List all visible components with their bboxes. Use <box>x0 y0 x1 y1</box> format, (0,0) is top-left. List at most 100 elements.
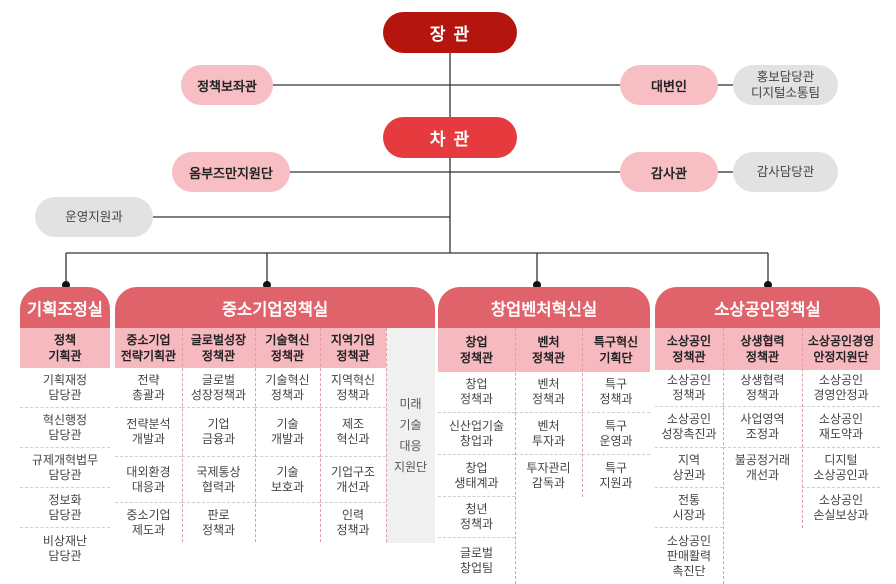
column-title[interactable]: 특구혁신 기획단 <box>582 328 650 372</box>
division-cell[interactable]: 창업 정책과 <box>438 372 515 413</box>
division-cell[interactable]: 청년 정책과 <box>438 497 515 538</box>
division-cell[interactable]: 전략분석 개발과 <box>115 408 182 457</box>
division-cell[interactable]: 벤처 투자과 <box>515 413 582 455</box>
division-cell[interactable]: 창업 생태계과 <box>438 455 515 497</box>
office-startup-venture: 창업벤처혁신실 창업 정책관 창업 정책과 신산업기술 창업과 창업 생태계과 … <box>438 287 650 584</box>
division-cell[interactable]: 투자관리 감독과 <box>526 461 571 490</box>
division-cell[interactable]: 벤처 정책과 <box>515 372 582 413</box>
vice-minister-node[interactable]: 차 관 <box>383 117 517 158</box>
division-cell[interactable]: 글로벌 성장정책과 <box>182 368 255 408</box>
column-items: 특구 정책과 특구 운영과 특구 지원과 <box>582 372 650 497</box>
office-column: 창업 정책관 창업 정책과 신산업기술 창업과 창업 생태계과 청년 정책과 글… <box>438 328 515 584</box>
column-items: 소상공인 정책과 소상공인 성장촉진과 지역 상권과 전통 시장과 소상공인 판… <box>655 370 723 584</box>
division-cell[interactable]: 글로벌 창업팀 <box>459 546 494 575</box>
division-cell[interactable]: 지역혁신 정책과 <box>320 368 386 408</box>
office-column: 특구혁신 기획단 특구 정책과 특구 운영과 특구 지원과 <box>582 328 650 497</box>
division-cell[interactable]: 소상공인 경영안정과 <box>802 370 880 407</box>
column-divider <box>182 328 183 542</box>
spokesperson-node[interactable]: 대변인 <box>620 65 718 105</box>
office-column: 벤처 정책관 벤처 정책과 벤처 투자과 투자관리 감독과 <box>515 328 582 497</box>
division-cell[interactable]: 기업 금융과 <box>182 408 255 457</box>
column-title[interactable]: 글로벌성장 정책관 <box>182 328 255 368</box>
column-divider <box>320 328 321 542</box>
office-column: 글로벌성장 정책관 글로벌 성장정책과 기업 금융과 국제통상 협력과 판로 정… <box>182 328 255 542</box>
division-cell[interactable]: 혁신행정 담당관 <box>20 408 110 448</box>
office-header[interactable]: 창업벤처혁신실 <box>438 287 650 328</box>
division-cell[interactable]: 중소기업 제도과 <box>126 507 171 537</box>
division-cell[interactable]: 인력 정책과 <box>336 507 370 537</box>
office-sme-policy: 중소기업정책실 중소기업 전략기획관 전략 총괄과 전략분석 개발과 대외환경 … <box>115 287 435 547</box>
division-cell[interactable]: 상생협력 정책과 <box>723 370 802 407</box>
division-cell[interactable]: 전략 총괄과 <box>115 368 182 408</box>
division-cell[interactable]: 신산업기술 창업과 <box>438 413 515 455</box>
column-items: 글로벌 성장정책과 기업 금융과 국제통상 협력과 판로 정책과 <box>182 368 255 542</box>
division-cell[interactable]: 소상공인 손실보상과 <box>813 493 869 522</box>
column-title[interactable]: 창업 정책관 <box>438 328 515 372</box>
audit-office-node[interactable]: 감사담당관 <box>733 152 838 192</box>
ombudsman-node[interactable]: 옴부즈만지원단 <box>172 152 290 192</box>
office-column: 기술혁신 정책관 기술혁신 정책과 기술 개발과 기술 보호과 <box>255 328 320 542</box>
column-title[interactable]: 상생협력 정책관 <box>723 328 802 370</box>
division-cell[interactable]: 지역 상권과 <box>655 448 723 488</box>
division-cell[interactable]: 정보화 담당관 <box>20 488 110 528</box>
office-header[interactable]: 중소기업정책실 <box>115 287 435 328</box>
division-cell[interactable]: 사업영역 조정과 <box>723 407 802 448</box>
column-items: 상생협력 정책과 사업영역 조정과 불공정거래 개선과 <box>723 370 802 488</box>
ops-support-node[interactable]: 운영지원과 <box>35 197 153 237</box>
special-unit-future-tech[interactable]: 미래 기술 대응 지원단 <box>386 328 435 543</box>
office-column: 정책 기획관 기획재정 담당관 혁신행정 담당관 규제개혁법무 담당관 정보화 … <box>20 328 110 570</box>
office-header[interactable]: 소상공인정책실 <box>655 287 880 328</box>
column-title[interactable]: 소상공인경영 안정지원단 <box>802 328 880 370</box>
division-cell[interactable]: 특구 지원과 <box>599 461 633 490</box>
office-column: 소상공인 정책관 소상공인 정책과 소상공인 성장촉진과 지역 상권과 전통 시… <box>655 328 723 584</box>
division-cell[interactable]: 디지털 소상공인과 <box>802 448 880 488</box>
office-column: 지역기업 정책관 지역혁신 정책과 제조 혁신과 기업구조 개선과 인력 정책과 <box>320 328 386 542</box>
column-title[interactable]: 벤처 정책관 <box>515 328 582 372</box>
column-divider <box>386 328 387 542</box>
column-title[interactable]: 지역기업 정책관 <box>320 328 386 368</box>
column-title[interactable]: 소상공인 정책관 <box>655 328 723 370</box>
division-cell[interactable]: 국제통상 협력과 <box>182 457 255 503</box>
column-items: 전략 총괄과 전략분석 개발과 대외환경 대응과 중소기업 제도과 <box>115 368 182 542</box>
division-cell[interactable]: 판로 정책과 <box>201 507 236 537</box>
empty-cell <box>255 503 320 542</box>
column-items: 벤처 정책과 벤처 투자과 투자관리 감독과 <box>515 372 582 497</box>
column-divider <box>723 328 724 584</box>
office-planning-coordination: 기획조정실 정책 기획관 기획재정 담당관 혁신행정 담당관 규제개혁법무 담당… <box>20 287 110 577</box>
division-cell[interactable]: 전통 시장과 <box>655 488 723 528</box>
division-cell[interactable]: 불공정거래 개선과 <box>734 453 791 482</box>
pr-office-node[interactable]: 홍보담당관 디지털소통팀 <box>733 65 838 105</box>
office-column: 중소기업 전략기획관 전략 총괄과 전략분석 개발과 대외환경 대응과 중소기업… <box>115 328 182 542</box>
policy-aide-node[interactable]: 정책보좌관 <box>181 65 273 105</box>
division-cell[interactable]: 기획재정 담당관 <box>20 368 110 408</box>
column-title[interactable]: 정책 기획관 <box>20 328 110 368</box>
minister-node[interactable]: 장 관 <box>383 12 517 53</box>
division-cell[interactable]: 소상공인 판매활력 촉진단 <box>666 533 712 578</box>
division-cell[interactable]: 기업구조 개선과 <box>320 457 386 503</box>
division-cell[interactable]: 비상재난 담당관 <box>42 534 88 563</box>
division-cell[interactable]: 특구 정책과 <box>582 372 650 413</box>
division-cell[interactable]: 규제개혁법무 담당관 <box>20 448 110 488</box>
column-divider <box>255 328 256 542</box>
division-cell[interactable]: 기술혁신 정책과 <box>255 368 320 408</box>
division-cell[interactable]: 기술 보호과 <box>255 457 320 503</box>
division-cell[interactable]: 특구 운영과 <box>582 413 650 455</box>
column-divider <box>802 328 803 528</box>
inspector-node[interactable]: 감사관 <box>620 152 718 192</box>
column-items: 기획재정 담당관 혁신행정 담당관 규제개혁법무 담당관 정보화 담당관 비상재… <box>20 368 110 570</box>
column-title[interactable]: 중소기업 전략기획관 <box>115 328 182 368</box>
office-small-business: 소상공인정책실 소상공인 정책관 소상공인 정책과 소상공인 성장촉진과 지역 … <box>655 287 880 584</box>
division-cell[interactable]: 제조 혁신과 <box>320 408 386 457</box>
division-cell[interactable]: 소상공인 성장촉진과 <box>655 407 723 448</box>
column-title[interactable]: 기술혁신 정책관 <box>255 328 320 368</box>
division-cell[interactable]: 소상공인 재도약과 <box>802 407 880 448</box>
office-column: 상생협력 정책관 상생협력 정책과 사업영역 조정과 불공정거래 개선과 <box>723 328 802 488</box>
column-divider <box>515 328 516 584</box>
division-cell[interactable]: 대외환경 대응과 <box>115 457 182 503</box>
division-cell[interactable]: 소상공인 정책과 <box>655 370 723 407</box>
division-cell[interactable]: 기술 개발과 <box>255 408 320 457</box>
office-header[interactable]: 기획조정실 <box>20 287 110 328</box>
column-items: 소상공인 경영안정과 소상공인 재도약과 디지털 소상공인과 소상공인 손실보상… <box>802 370 880 528</box>
column-divider <box>582 328 583 497</box>
column-items: 지역혁신 정책과 제조 혁신과 기업구조 개선과 인력 정책과 <box>320 368 386 542</box>
